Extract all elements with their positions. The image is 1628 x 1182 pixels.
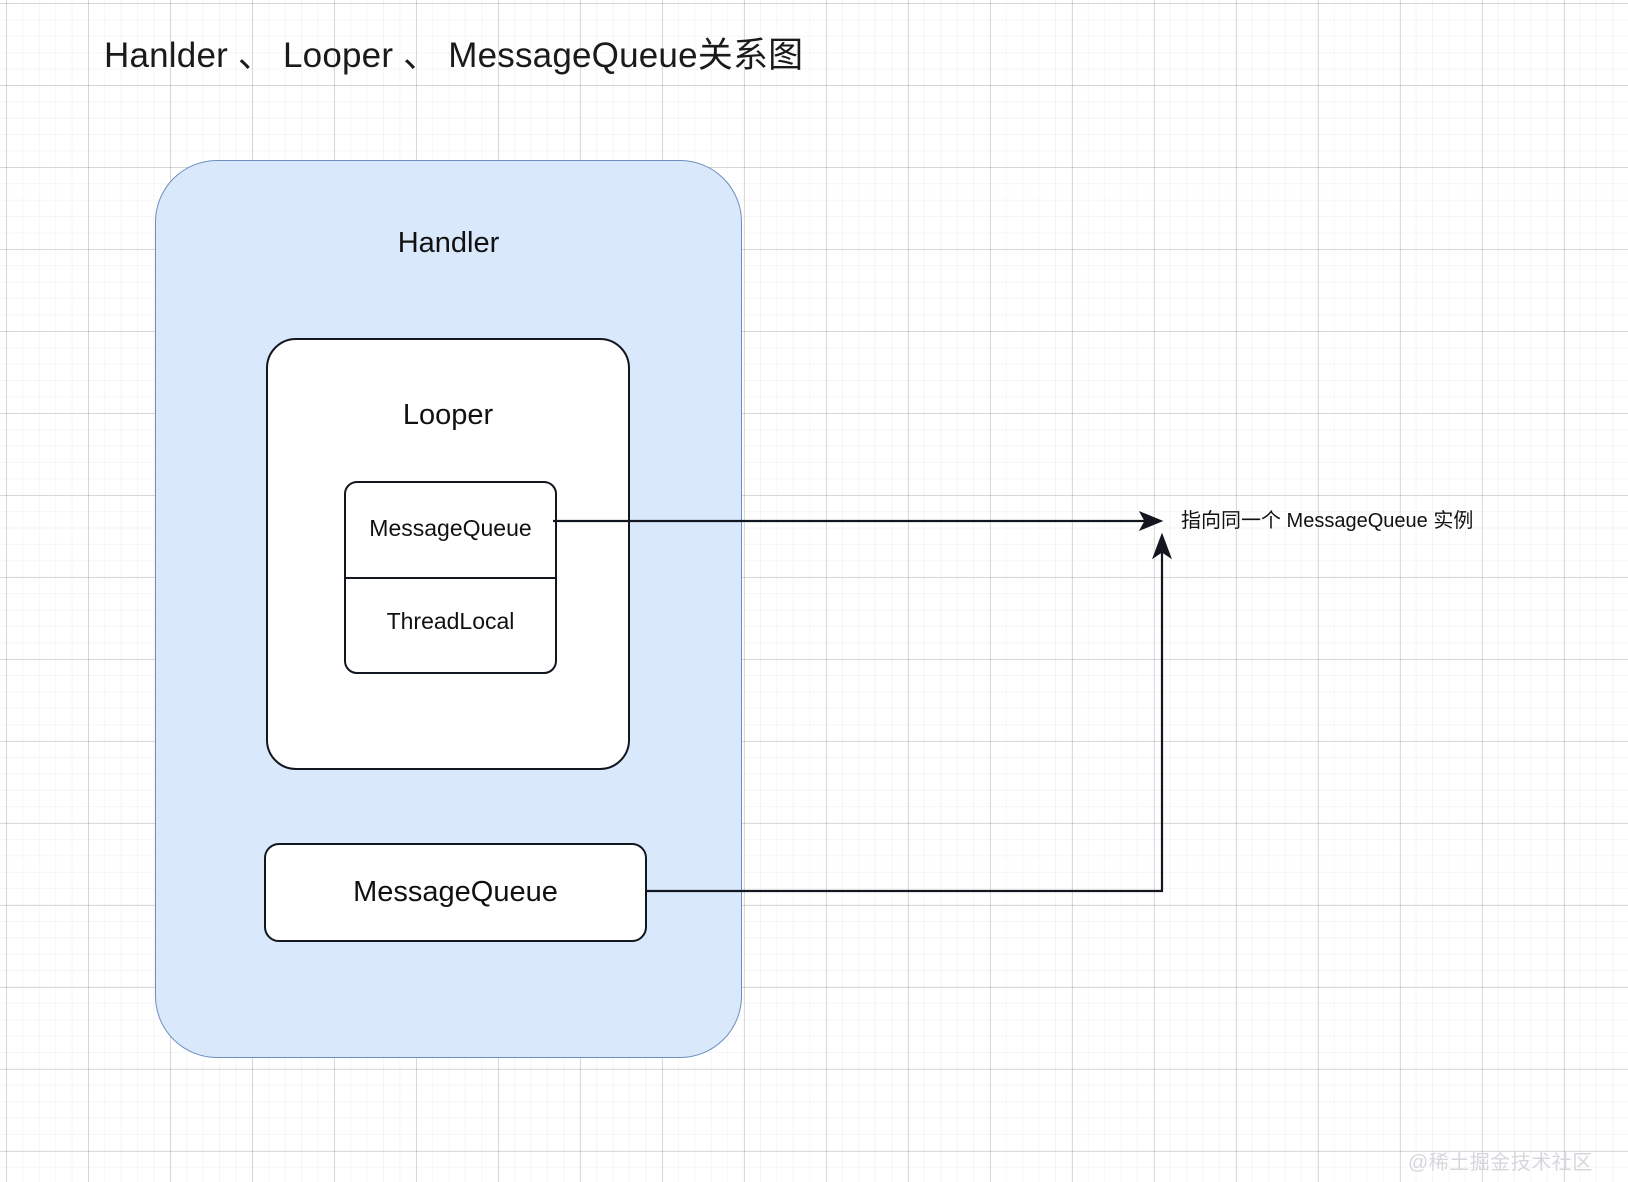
looper-field-message-queue: MessageQueue xyxy=(369,515,532,541)
shared-instance-note: 指向同一个 MessageQueue 实例 xyxy=(1181,510,1474,532)
page-title: Hanlder 、 Looper 、 MessageQueue关系图 xyxy=(104,36,804,75)
handler-container[interactable]: Handler Looper MessageQueue ThreadLocal … xyxy=(155,160,742,1058)
looper-label: Looper xyxy=(402,399,494,431)
arrowhead-looper-queue xyxy=(1138,510,1164,532)
handler-message-queue-label: MessageQueue xyxy=(353,876,558,908)
looper-container[interactable]: Looper MessageQueue ThreadLocal xyxy=(266,338,630,770)
handler-label: Handler xyxy=(397,227,500,259)
handler-message-queue-box[interactable]: MessageQueue xyxy=(264,843,647,942)
watermark: @稀土掘金技术社区 xyxy=(1408,1152,1593,1174)
looper-fields-box[interactable]: MessageQueue ThreadLocal xyxy=(344,481,557,674)
field-divider xyxy=(346,577,555,579)
arrowhead-handler-queue xyxy=(1151,532,1173,560)
looper-field-thread-local: ThreadLocal xyxy=(386,608,515,634)
